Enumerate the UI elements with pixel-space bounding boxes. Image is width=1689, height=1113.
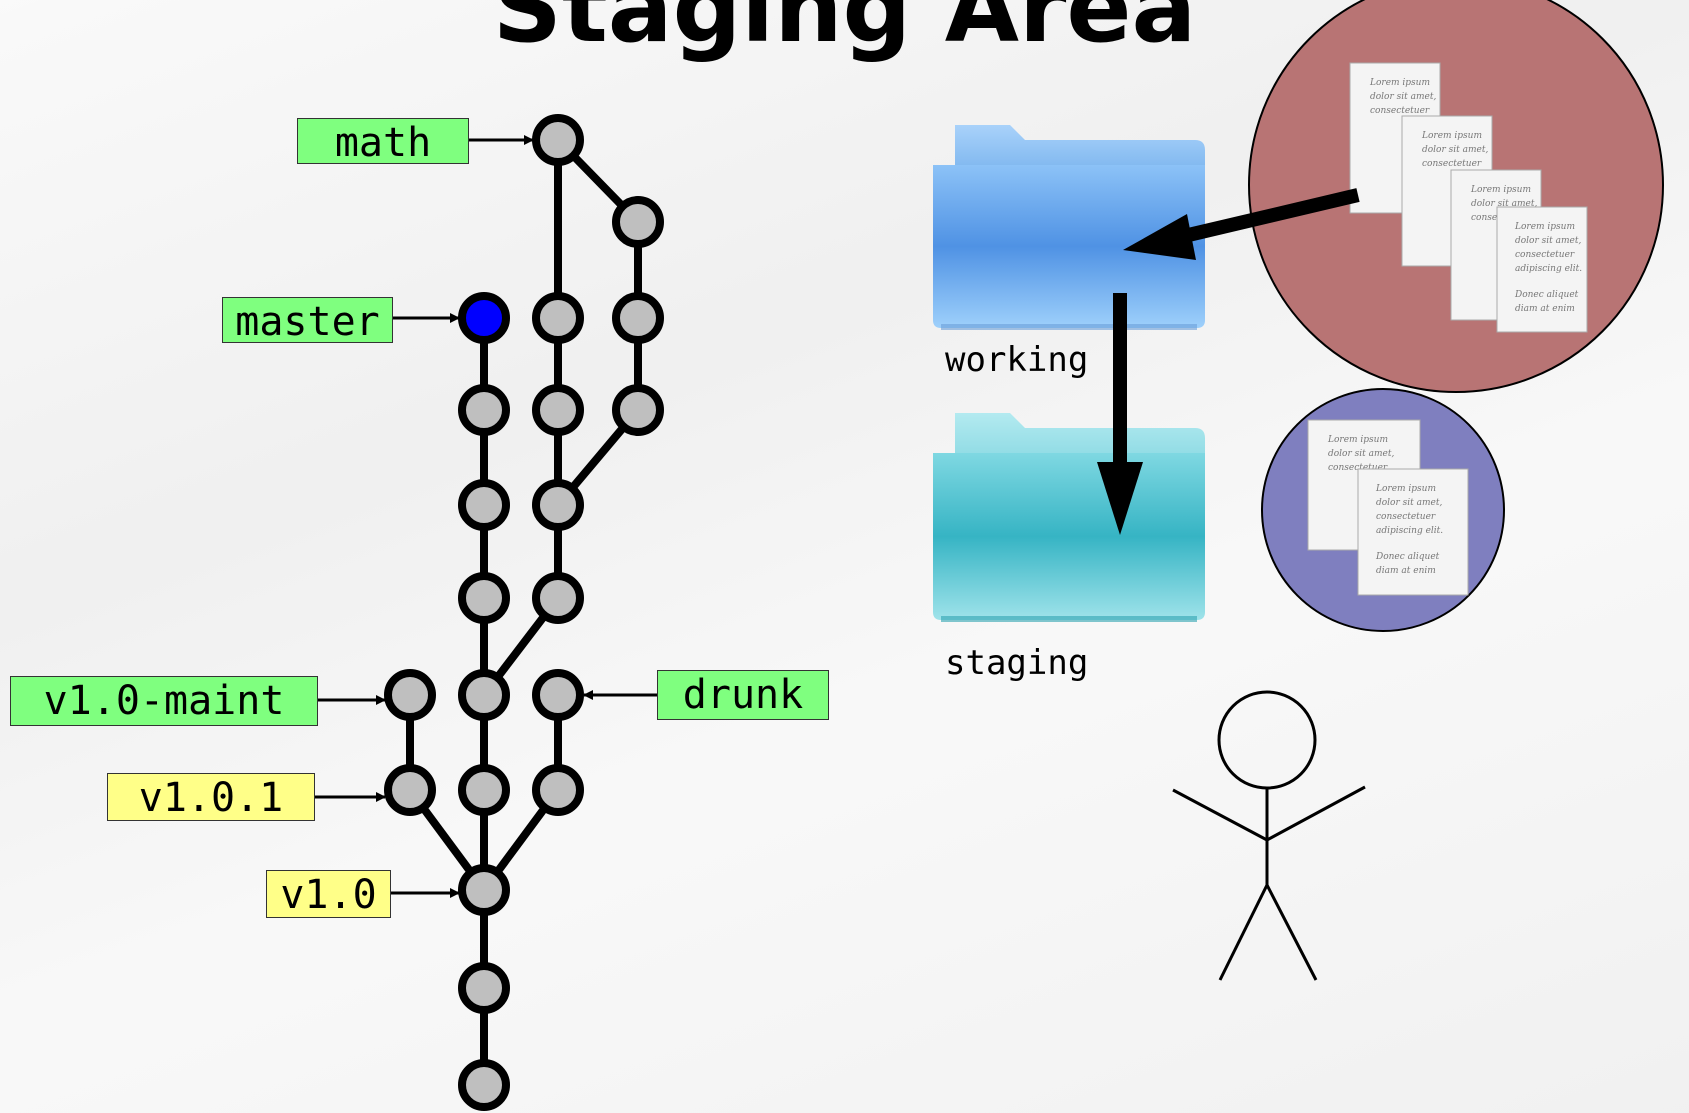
commit-node (532, 384, 584, 436)
svg-text:dolor sit amet,: dolor sit amet, (1422, 145, 1488, 155)
svg-text:dolor sit amet,: dolor sit amet, (1376, 498, 1442, 508)
branch-label-drunk: drunk (657, 670, 829, 720)
label-arrows (315, 135, 657, 898)
document-icon (1496, 206, 1588, 333)
commit-node (612, 384, 664, 436)
svg-text:dolor sit amet,: dolor sit amet, (1471, 199, 1537, 209)
commit-graph-edges (406, 137, 642, 1085)
svg-text:dolor sit amet,: dolor sit amet, (1515, 236, 1581, 246)
commit-node (458, 384, 510, 436)
slide-title: Staging Area (492, 0, 1197, 64)
document-stack-staging: Lorem ipsum dolor sit amet, consectetuer L… (1307, 419, 1469, 596)
svg-text:consectetuer: consectetuer (1422, 159, 1482, 169)
commit-node (532, 669, 584, 721)
developer-figure-icon (1172, 690, 1366, 981)
tag-label-v1-0: v1.0 (266, 870, 391, 918)
commit-node (384, 669, 436, 721)
svg-text:Lorem ipsum: Lorem ipsum (1369, 78, 1430, 88)
svg-text:consectetuer: consectetuer (1376, 512, 1436, 522)
svg-text:consectetuer: consectetuer (1328, 463, 1388, 473)
svg-text:Lorem ipsum: Lorem ipsum (1375, 484, 1436, 494)
commit-node (458, 864, 510, 916)
commit-node (384, 764, 436, 816)
svg-text:Donec aliquet: Donec aliquet (1514, 290, 1579, 300)
svg-text:diam at enim: diam at enim (1376, 566, 1436, 576)
svg-text:Lorem ipsum: Lorem ipsum (1514, 222, 1575, 232)
staging-folder-icon (933, 413, 1205, 622)
commit-node (532, 479, 584, 531)
commit-node (458, 1059, 510, 1111)
tag-label-v1-0-1: v1.0.1 (107, 773, 315, 821)
head-commit-node (458, 292, 510, 344)
commit-node (458, 669, 510, 721)
svg-text:consectetuer: consectetuer (1515, 250, 1575, 260)
branch-label-math: math (297, 118, 469, 164)
svg-text:Lorem ipsum: Lorem ipsum (1421, 131, 1482, 141)
svg-text:dolor sit amet,: dolor sit amet, (1370, 92, 1436, 102)
svg-text:adipiscing elit.: adipiscing elit. (1515, 264, 1582, 274)
svg-text:Donec aliquet: Donec aliquet (1375, 552, 1440, 562)
add-to-working-arrow (1123, 188, 1360, 260)
commit-node (612, 292, 664, 344)
staging-folder-label: staging (945, 643, 1089, 683)
commit-node (458, 479, 510, 531)
svg-text:adipiscing elit.: adipiscing elit. (1376, 526, 1443, 536)
svg-text:dolor sit amet,: dolor sit amet, (1328, 449, 1394, 459)
document-icon (1357, 468, 1469, 596)
branch-label-v1-0-maint: v1.0-maint (10, 676, 318, 726)
commit-node (532, 114, 584, 166)
working-folder-icon (933, 125, 1205, 330)
commit-node (612, 196, 664, 248)
commit-node (532, 292, 584, 344)
commit-node (532, 764, 584, 816)
svg-text:Lorem ipsum: Lorem ipsum (1327, 435, 1388, 445)
svg-text:consectetuer: consectetuer (1370, 106, 1430, 116)
commit-node (532, 572, 584, 624)
svg-text:Lorem ipsum: Lorem ipsum (1470, 185, 1531, 195)
document-stack-working: Lorem ipsum dolor sit amet, consectetuer L… (1349, 62, 1588, 333)
commit-node (458, 962, 510, 1014)
commit-node (458, 572, 510, 624)
stage-arrow (1097, 293, 1143, 535)
commits (384, 114, 664, 1111)
branch-label-master: master (222, 297, 393, 343)
working-folder-label: working (945, 340, 1089, 380)
commit-node (458, 764, 510, 816)
svg-text:diam at enim: diam at enim (1515, 304, 1575, 314)
